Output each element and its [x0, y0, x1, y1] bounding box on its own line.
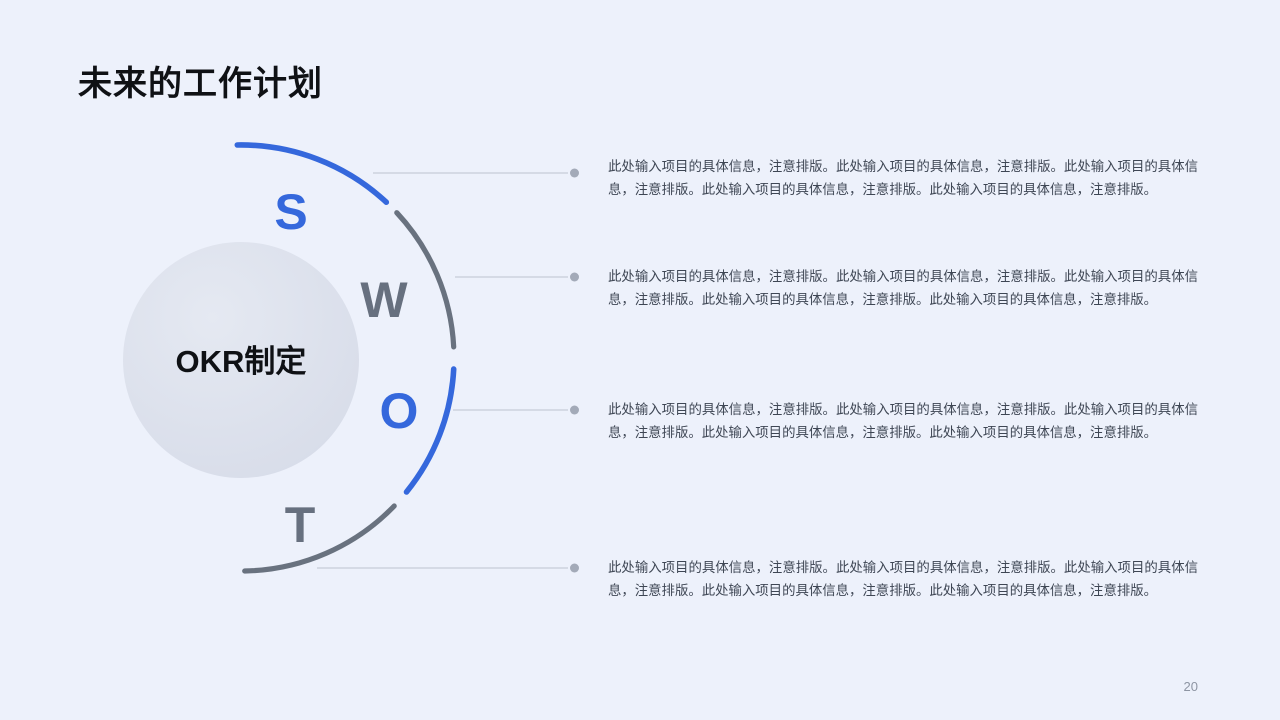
- center-circle-label: OKR制定: [176, 344, 307, 379]
- connector-dot-2: [570, 272, 579, 282]
- item-text-3: 此处输入项目的具体信息，注意排版。此处输入项目的具体信息，注意排版。此处输入项目…: [608, 402, 1198, 441]
- connector-dot-4: [570, 563, 579, 573]
- connector-dot-3: [570, 405, 579, 415]
- item-text-1: 此处输入项目的具体信息，注意排版。此处输入项目的具体信息，注意排版。此处输入项目…: [608, 159, 1198, 198]
- arc-segment-t: [242, 503, 397, 574]
- arc-segment-s: [234, 142, 390, 205]
- page-number: 20: [1183, 679, 1198, 694]
- arc-segment-o: [403, 366, 457, 495]
- swot-letters: S W O T: [274, 184, 418, 553]
- letter-t: T: [285, 497, 316, 553]
- connector-group: [317, 168, 579, 573]
- item-text-2: 此处输入项目的具体信息，注意排版。此处输入项目的具体信息，注意排版。此处输入项目…: [608, 269, 1198, 308]
- item-text-4: 此处输入项目的具体信息，注意排版。此处输入项目的具体信息，注意排版。此处输入项目…: [608, 560, 1198, 599]
- letter-w: W: [360, 272, 408, 328]
- connector-dot-1: [570, 168, 579, 178]
- center-circle: [123, 242, 359, 478]
- arc-group: [234, 142, 457, 574]
- arc-segment-w: [394, 210, 457, 350]
- letter-o: O: [380, 383, 419, 439]
- letter-s: S: [274, 184, 307, 240]
- slide-title: 未来的工作计划: [78, 65, 323, 103]
